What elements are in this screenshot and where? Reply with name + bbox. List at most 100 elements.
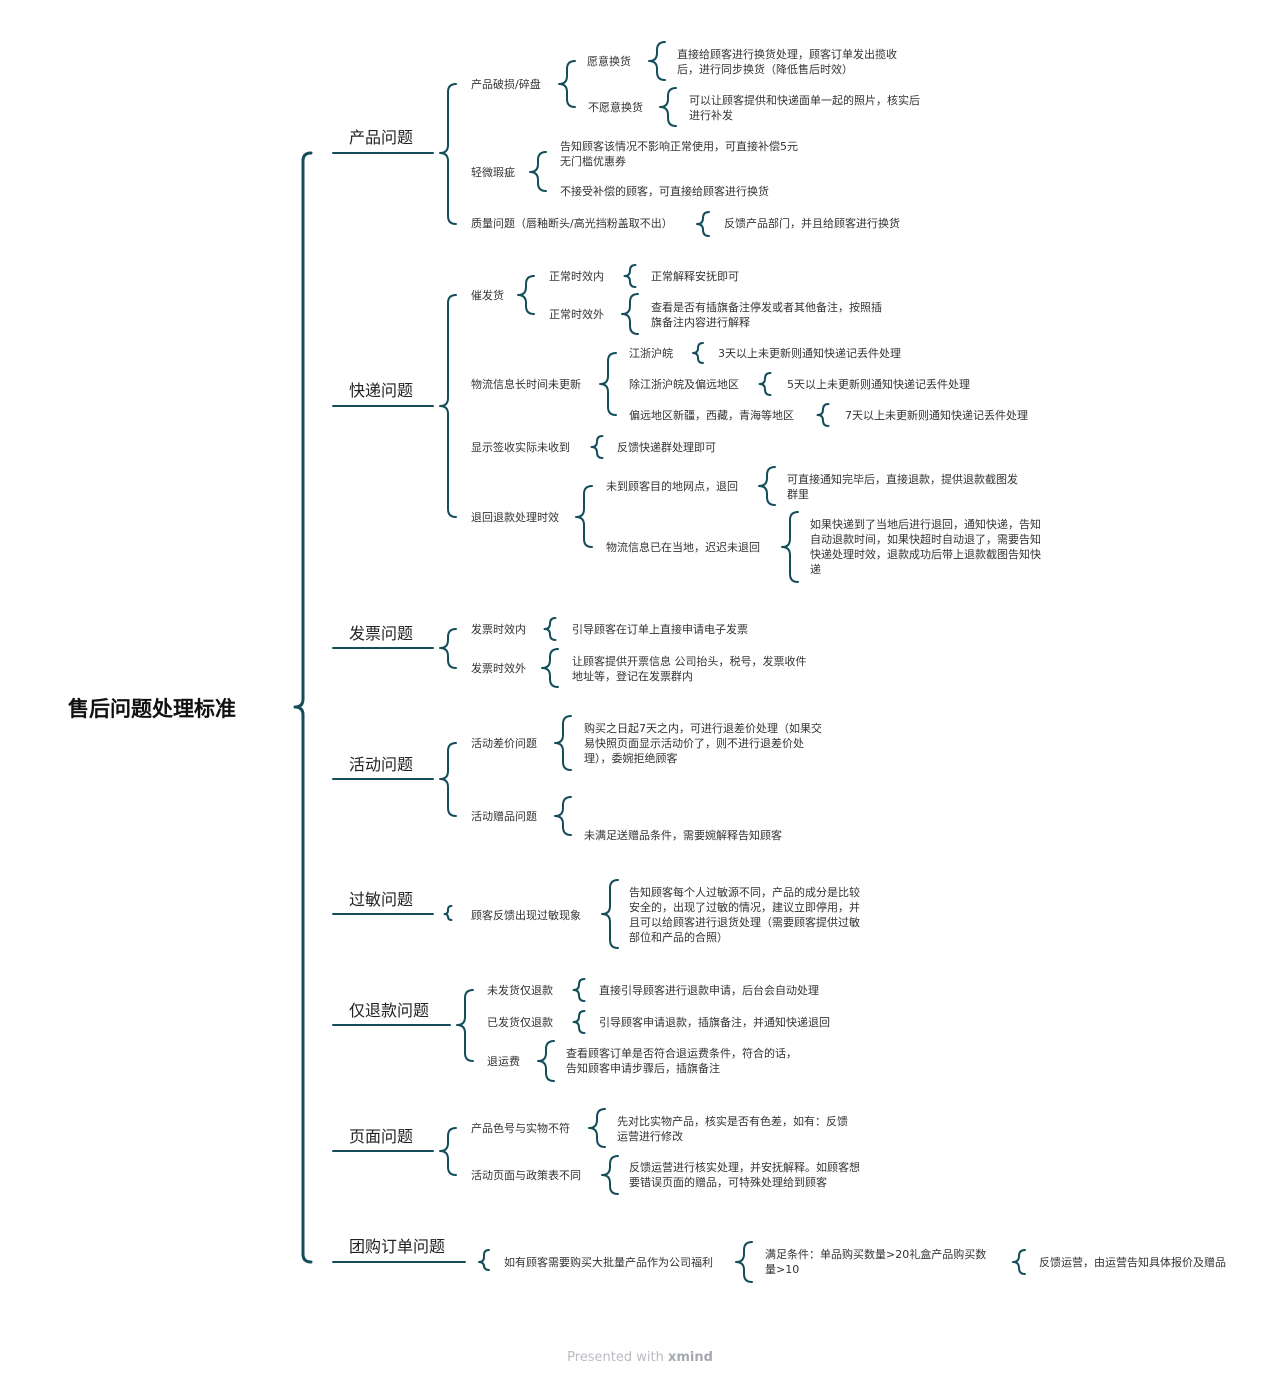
category-page[interactable]: 页面问题 — [349, 1127, 414, 1146]
topic-refund-shipped-action[interactable]: 引导顾客申请退款，插旗备注，并通知快递退回 — [599, 1016, 830, 1029]
brace-page-policy — [601, 1155, 619, 1195]
brace-gift — [554, 796, 572, 836]
root-brace — [293, 151, 313, 1264]
topic-beyond-normal-time[interactable]: 正常时效外 — [549, 308, 604, 321]
topic-other-regions-action[interactable]: 5天以上未更新则通知快递记丢件处理 — [787, 378, 970, 391]
brace-shipping-fee — [537, 1040, 555, 1082]
brace-express — [439, 294, 457, 518]
topic-return-shipping-fee-action[interactable]: 查看顾客订单是否符合退运费条件，符合的话， 告知顾客申请步骤后，插旗备注 — [566, 1047, 797, 1075]
topic-unwilling-exchange-action[interactable]: 可以让顾客提供和快递面单一起的照片，核实后 进行补发 — [689, 94, 920, 122]
topic-invoice-beyond-time-action[interactable]: 让顾客提供开票信息 公司抬头，税号，发票收件 地址等，登记在发票群内 — [572, 655, 807, 683]
topic-allergy-feedback[interactable]: 顾客反馈出现过敏现象 — [471, 909, 581, 922]
topic-color-mismatch-action[interactable]: 先对比实物产品，核实是否有色差，如有：反馈 运营进行修改 — [617, 1115, 848, 1143]
brace-quality — [696, 211, 710, 237]
brace-not-dest — [758, 466, 776, 506]
brace-return — [575, 485, 593, 548]
brace-price-diff — [554, 715, 572, 771]
brace-jzhw — [692, 342, 704, 364]
brace-beyond — [621, 293, 639, 335]
topic-signed-not-received-action[interactable]: 反馈快递群处理即可 — [617, 441, 716, 454]
brace-not-shipped — [572, 978, 586, 1002]
topic-urge-shipping[interactable]: 催发货 — [471, 289, 504, 302]
brace-local — [781, 511, 799, 583]
topic-page-policy-diff[interactable]: 活动页面与政策表不同 — [471, 1169, 581, 1182]
topic-quality-issue[interactable]: 质量问题（唇釉断头/高光挡粉盖取不出） — [471, 217, 673, 230]
topic-local-not-returned[interactable]: 物流信息已在当地，迟迟未退回 — [606, 541, 760, 554]
category-allergy[interactable]: 过敏问题 — [349, 890, 414, 909]
topic-color-mismatch[interactable]: 产品色号与实物不符 — [471, 1122, 570, 1135]
brace-bulk-action — [1012, 1249, 1026, 1275]
topic-bulk-action[interactable]: 反馈运营，由运营告知具体报价及赠品 — [1039, 1256, 1226, 1269]
brace-other — [758, 372, 772, 396]
topic-page-policy-diff-action[interactable]: 反馈运营进行核实处理，并安抚解释。如顾客想 要错误页面的赠品，可特殊处理给到顾客 — [629, 1161, 860, 1189]
topic-price-difference[interactable]: 活动差价问题 — [471, 737, 537, 750]
topic-within-normal-time-action[interactable]: 正常解释安抚即可 — [651, 270, 739, 283]
category-invoice[interactable]: 发票问题 — [349, 624, 414, 643]
brace-willing — [648, 41, 666, 81]
topic-return-refund-time[interactable]: 退回退款处理时效 — [471, 511, 559, 524]
category-express[interactable]: 快递问题 — [349, 381, 414, 400]
topic-willing-exchange-action[interactable]: 直接给顾客进行换货处理，顾客订单发出揽收 后，进行同步换货（降低售后时效） — [677, 48, 897, 76]
topic-jzhw-action[interactable]: 3天以上未更新则通知快递记丢件处理 — [718, 347, 901, 360]
brace-remote — [816, 403, 830, 427]
topic-remote-regions[interactable]: 偏远地区新疆，西藏，青海等地区 — [629, 409, 794, 422]
topic-refund-shipped[interactable]: 已发货仅退款 — [487, 1016, 553, 1029]
brace-urge — [517, 275, 535, 315]
topic-product-damage[interactable]: 产品破损/碎盘 — [471, 78, 541, 91]
brace-within — [623, 264, 637, 288]
topic-minor-flaw[interactable]: 轻微瑕疵 — [471, 166, 515, 179]
topic-minor-flaw-compensate[interactable]: 告知顾客该情况不影响正常使用，可直接补偿5元 无门槛优惠券 — [560, 140, 798, 168]
topic-bulk-purchase[interactable]: 如有顾客需要购买大批量产品作为公司福利 — [504, 1256, 713, 1269]
topic-remote-regions-action[interactable]: 7天以上未更新则通知快递记丢件处理 — [845, 409, 1028, 422]
brace-refund-only — [456, 989, 474, 1062]
topic-local-not-returned-action[interactable]: 如果快递到了当地后进行退回，通知快递，告知 自动退款时间，如果快超时自动退了，需… — [810, 518, 1041, 576]
brace-inv-beyond — [541, 648, 559, 688]
brace-shipped — [572, 1010, 586, 1034]
brace-product-damage — [558, 60, 576, 108]
category-refund-only[interactable]: 仅退款问题 — [349, 1001, 430, 1020]
presented-with-xmind: Presented with xmind — [0, 1350, 1280, 1365]
topic-logistics-not-updated[interactable]: 物流信息长时间未更新 — [471, 378, 581, 391]
brace-page — [439, 1127, 457, 1176]
brace-allergy-action — [601, 879, 619, 949]
brace-product — [439, 83, 457, 225]
topic-within-normal-time[interactable]: 正常时效内 — [549, 270, 604, 283]
category-activity[interactable]: 活动问题 — [349, 755, 414, 774]
topic-jzhw[interactable]: 江浙沪皖 — [629, 347, 673, 360]
topic-gift-issue[interactable]: 活动赠品问题 — [471, 810, 537, 823]
topic-price-difference-action[interactable]: 购买之日起7天之内，可进行退差价处理（如果交 易快照页面显示活动价了，则不进行退… — [584, 722, 822, 765]
topic-refund-not-shipped[interactable]: 未发货仅退款 — [487, 984, 553, 997]
brace-logistics — [599, 352, 617, 416]
brace-minor-flaw — [529, 151, 547, 192]
topic-unwilling-exchange[interactable]: 不愿意换货 — [588, 101, 643, 114]
topic-minor-flaw-exchange[interactable]: 不接受补偿的顾客，可直接给顾客进行换货 — [560, 185, 769, 198]
category-group-purchase[interactable]: 团购订单问题 — [349, 1237, 446, 1256]
topic-bulk-condition[interactable]: 满足条件：单品购买数量>20礼盒产品购买数 量>10 — [765, 1248, 987, 1276]
brace-invoice — [439, 628, 457, 669]
topic-beyond-normal-time-action[interactable]: 查看是否有插旗备注停发或者其他备注，按照插 旗备注内容进行解释 — [651, 301, 882, 329]
brace-color — [588, 1108, 606, 1148]
topic-quality-issue-action[interactable]: 反馈产品部门，并且给顾客进行换货 — [724, 217, 900, 230]
topic-willing-exchange[interactable]: 愿意换货 — [587, 55, 631, 68]
topic-not-at-destination[interactable]: 未到顾客目的地网点，退回 — [606, 480, 738, 493]
brace-allergy — [443, 905, 453, 921]
topic-invoice-beyond-time[interactable]: 发票时效外 — [471, 662, 526, 675]
topic-other-regions[interactable]: 除江浙沪皖及偏远地区 — [629, 378, 739, 391]
topic-invoice-within-time-action[interactable]: 引导顾客在订单上直接申请电子发票 — [572, 623, 748, 636]
category-product[interactable]: 产品问题 — [349, 128, 414, 147]
topic-refund-not-shipped-action[interactable]: 直接引导顾客进行退款申请，后台会自动处理 — [599, 984, 819, 997]
topic-return-shipping-fee[interactable]: 退运费 — [487, 1055, 520, 1068]
brace-signed — [590, 435, 604, 459]
topic-not-at-destination-action[interactable]: 可直接通知完毕后，直接退款，提供退款截图发 群里 — [787, 473, 1018, 501]
topic-signed-not-received[interactable]: 显示签收实际未收到 — [471, 441, 570, 454]
brace-inv-within — [543, 617, 557, 641]
root-topic[interactable]: 售后问题处理标准 — [68, 697, 236, 721]
xmind-logo: xmind — [667, 1350, 713, 1365]
brace-unwilling — [659, 87, 677, 127]
topic-gift-issue-action[interactable]: 未满足送赠品条件，需要婉解释告知顾客 — [584, 829, 782, 842]
brace-activity — [439, 742, 457, 817]
topic-invoice-within-time[interactable]: 发票时效内 — [471, 623, 526, 636]
topic-allergy-action[interactable]: 告知顾客每个人过敏源不同，产品的成分是比较 安全的，出现了过敏的情况，建议立即停… — [629, 886, 860, 944]
